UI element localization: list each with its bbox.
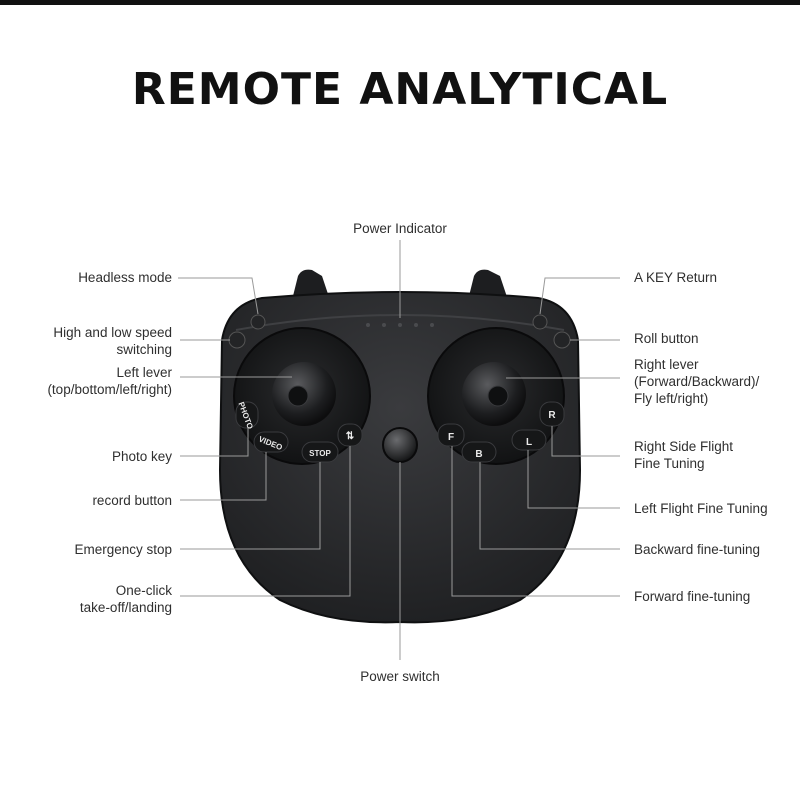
left-antenna [292, 269, 330, 300]
page-title: REMOTE ANALYTICAL [131, 64, 669, 115]
a-key-return-button [532, 314, 548, 330]
label-one-click: One-click take-off/landing [79, 583, 172, 615]
right-antenna [468, 269, 508, 300]
label-right-lever: Right lever (Forward/Backward)/ Fly left… [634, 357, 760, 406]
roll-button [553, 331, 571, 349]
label-left-flight-tuning: Left Flight Fine Tuning [634, 501, 768, 516]
headless-mode-button [250, 314, 266, 330]
label-backward-tuning: Backward fine-tuning [634, 542, 761, 557]
label-photo-key: Photo key [111, 449, 172, 464]
label-power-switch: Power switch [360, 669, 440, 684]
takeoff-landing-icon: ⇅ [346, 431, 355, 442]
leader-lines [178, 240, 620, 660]
left-function-buttons: PHOTO VIDEO STOP ⇅ [235, 401, 363, 463]
top-border-rule [0, 0, 800, 5]
speed-switch-button [228, 331, 246, 349]
label-a-key-return: A KEY Return [634, 270, 718, 285]
label-roll-button: Roll button [634, 331, 699, 346]
r-button-label: R [548, 410, 556, 421]
label-speed-switching: High and low speed switching [53, 325, 172, 357]
label-right-side-tuning: Right Side Flight Fine Tuning [634, 439, 734, 471]
label-headless-mode: Headless mode [78, 270, 172, 285]
l-button-label: L [526, 437, 532, 448]
b-button-label: B [475, 449, 482, 460]
label-left-lever: Left lever (top/bottom/left/right) [47, 365, 172, 397]
power-indicator-leds [366, 323, 434, 327]
label-emergency-stop: Emergency stop [74, 542, 172, 557]
power-switch-button [382, 427, 418, 463]
label-forward-tuning: Forward fine-tuning [634, 589, 751, 604]
label-power-indicator: Power Indicator [353, 221, 447, 236]
right-trim-buttons: F B L R [437, 401, 565, 463]
f-button-label: F [448, 432, 454, 443]
stop-button-label: STOP [309, 449, 331, 458]
label-record-button: record button [92, 493, 172, 508]
